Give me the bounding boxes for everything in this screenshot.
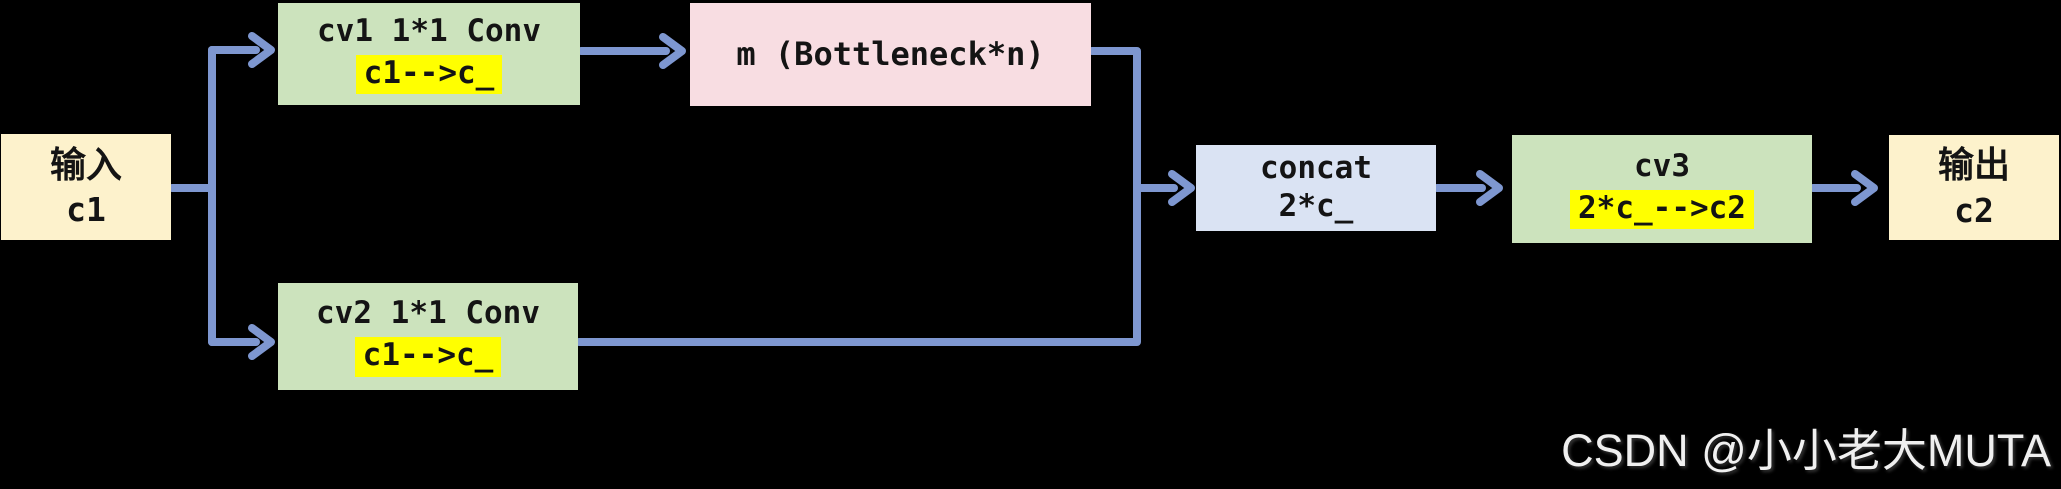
arrowhead-output-icon bbox=[1851, 170, 1878, 206]
arrowhead-cv1-icon bbox=[248, 32, 275, 68]
node-cv3-channels-highlight: 2*c_-->c2 bbox=[1570, 189, 1754, 230]
node-cv1-label: cv1 1*1 Conv bbox=[317, 12, 541, 49]
node-cv2: cv2 1*1 Conv c1-->c_ bbox=[278, 283, 578, 390]
node-m-label: m (Bottleneck*n) bbox=[736, 35, 1045, 74]
node-output: 输出 c2 bbox=[1889, 135, 2059, 240]
edge-m-merge bbox=[575, 47, 1141, 346]
node-cv3-label: cv3 bbox=[1634, 147, 1690, 184]
node-output-label: 输出 bbox=[1937, 145, 2010, 187]
node-input-channels: c1 bbox=[66, 190, 106, 230]
node-cv3: cv3 2*c_-->c2 bbox=[1512, 135, 1812, 243]
node-output-channels: c2 bbox=[1954, 190, 1994, 230]
node-concat: concat 2*c_ bbox=[1196, 145, 1436, 231]
arrowhead-m-icon bbox=[659, 33, 686, 69]
watermark: CSDN @小小老大MUTA bbox=[1561, 425, 2051, 476]
node-m-bottleneck: m (Bottleneck*n) bbox=[690, 3, 1091, 106]
node-cv1: cv1 1*1 Conv c1-->c_ bbox=[278, 3, 580, 105]
node-concat-label: concat bbox=[1260, 150, 1372, 187]
node-input-label: 输入 bbox=[49, 144, 122, 186]
node-cv2-channels-highlight: c1-->c_ bbox=[354, 337, 502, 377]
node-cv2-label: cv2 1*1 Conv bbox=[316, 295, 540, 332]
node-concat-channels: 2*c_ bbox=[1278, 188, 1354, 224]
arrowhead-cv2-icon bbox=[248, 324, 275, 360]
arrowhead-cv3-icon bbox=[1476, 170, 1503, 206]
arrowhead-concat-icon bbox=[1168, 170, 1195, 206]
node-cv1-channels-highlight: c1-->c_ bbox=[355, 54, 503, 95]
node-input: 输入 c1 bbox=[1, 134, 171, 240]
